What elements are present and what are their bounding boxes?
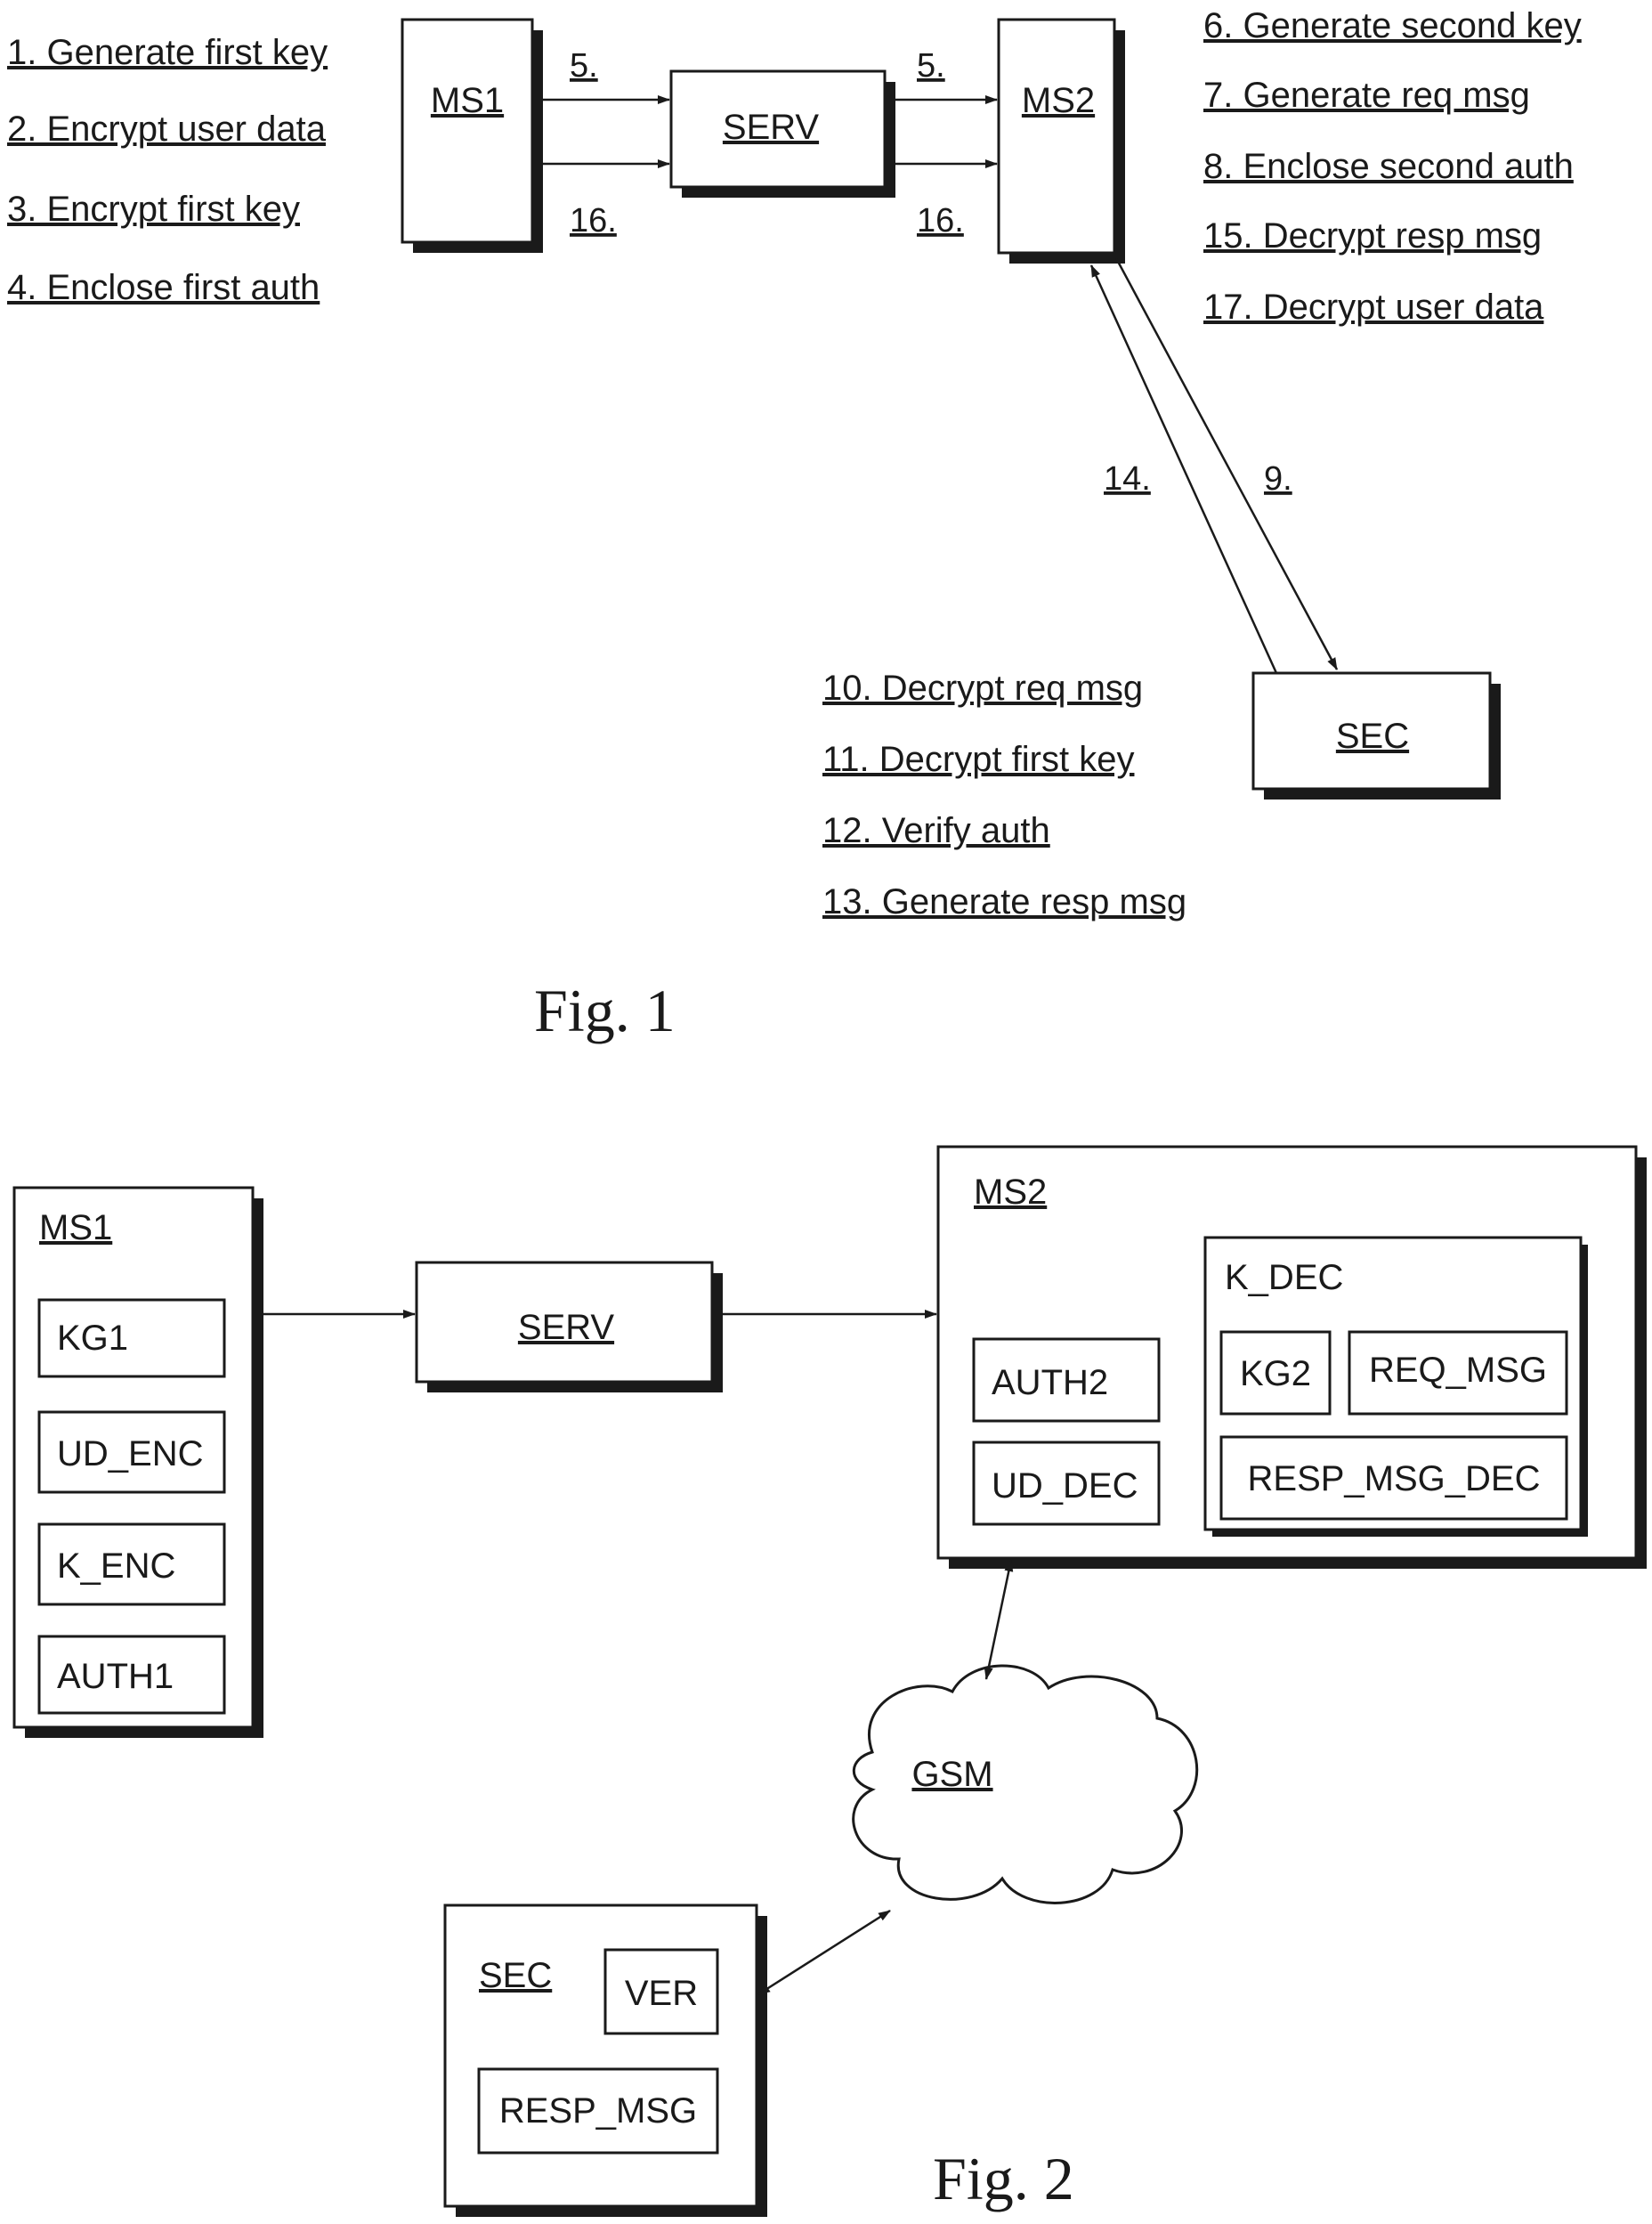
figure-2: MS1 KG1 UD_ENC K_ENC AUTH1 SERV MS2 AUTH… [12, 1145, 1647, 2217]
module-kg1: KG1 [57, 1319, 128, 1358]
fig1-ms2-box: MS2 [997, 18, 1125, 264]
module-ud-dec: UD_DEC [992, 1466, 1138, 1506]
module-kg2: KG2 [1240, 1354, 1311, 1393]
figure-1: 1. Generate first key 2. Encrypt user da… [7, 6, 1582, 1044]
sec-step-list: 10. Decrypt req msg 11. Decrypt first ke… [822, 669, 1186, 921]
arrow-sec-ms2-14 [1089, 264, 1278, 674]
link-ms2-gsm [984, 1559, 1014, 1680]
link-sec-gsm [757, 1909, 891, 1996]
module-auth2: AUTH2 [992, 1363, 1108, 1402]
fig2-ms1-device: MS1 KG1 UD_ENC K_ENC AUTH1 [12, 1186, 263, 1738]
fig1-caption: Fig. 1 [534, 977, 676, 1044]
ms1-step-list: 1. Generate first key 2. Encrypt user da… [7, 33, 328, 307]
module-resp-msg: RESP_MSG [499, 2091, 697, 2131]
ms2-step-list: 6. Generate second key 7. Generate req m… [1203, 6, 1582, 327]
fig2-ms2-device: MS2 AUTH2 UD_DEC K_DEC KG2 REQ_MSG RESP_… [936, 1145, 1647, 1569]
arrow-ms2-sec-9 [1114, 257, 1339, 670]
fig1-sec-box: SEC [1251, 671, 1501, 800]
sec-step-11: 11. Decrypt first key [822, 740, 1134, 779]
fig2-serv: SERV [415, 1261, 723, 1392]
sec-step-10: 10. Decrypt req msg [822, 669, 1143, 708]
ms1-step-3: 3. Encrypt first key [7, 190, 300, 229]
fig1-sec-label: SEC [1336, 717, 1409, 756]
fig2-sec-server: SEC VER RESP_MSG [443, 1903, 767, 2217]
fig2-ms1-title: MS1 [39, 1208, 112, 1247]
module-req-msg: REQ_MSG [1369, 1351, 1547, 1390]
fig1-ms2-label: MS2 [1022, 81, 1095, 120]
label-5-left: 5. [570, 47, 598, 85]
fig1-serv-label: SERV [723, 108, 820, 147]
label-16-right: 16. [917, 202, 964, 239]
sec-step-13: 13. Generate resp msg [822, 882, 1186, 921]
ms2-step-7: 7. Generate req msg [1203, 76, 1530, 115]
fig2-sec-title: SEC [479, 1956, 552, 1995]
module-ud-enc: UD_ENC [57, 1434, 203, 1473]
module-k-dec: K_DEC KG2 REQ_MSG RESP_MSG_DEC [1203, 1236, 1588, 1537]
fig1-serv-box: SERV [669, 69, 895, 198]
k-dec-title: K_DEC [1225, 1258, 1343, 1297]
ms2-step-6: 6. Generate second key [1203, 6, 1582, 45]
fig1-ms1-box: MS1 [401, 18, 543, 253]
ms1-step-2: 2. Encrypt user data [7, 110, 327, 149]
module-ver: VER [625, 1974, 698, 2013]
gsm-cloud: GSM [852, 1664, 1199, 1904]
fig1-ms1-label: MS1 [431, 81, 504, 120]
ms2-step-17: 17. Decrypt user data [1203, 288, 1544, 327]
fig2-serv-title: SERV [518, 1308, 615, 1347]
sec-step-12: 12. Verify auth [822, 811, 1050, 850]
label-5-right: 5. [917, 47, 945, 85]
ms2-step-8: 8. Enclose second auth [1203, 147, 1574, 186]
module-k-enc: K_ENC [57, 1546, 175, 1586]
ms2-step-15: 15. Decrypt resp msg [1203, 216, 1542, 256]
label-9: 9. [1264, 460, 1292, 498]
fig2-caption: Fig. 2 [933, 2145, 1074, 2212]
label-14: 14. [1104, 460, 1151, 498]
gsm-title: GSM [911, 1755, 992, 1794]
ms1-step-4: 4. Enclose first auth [7, 268, 320, 307]
label-16-left: 16. [570, 202, 617, 239]
ms1-step-1: 1. Generate first key [7, 33, 328, 72]
module-auth1: AUTH1 [57, 1657, 174, 1696]
fig2-ms2-title: MS2 [974, 1173, 1047, 1212]
module-resp-msg-dec: RESP_MSG_DEC [1248, 1459, 1541, 1498]
